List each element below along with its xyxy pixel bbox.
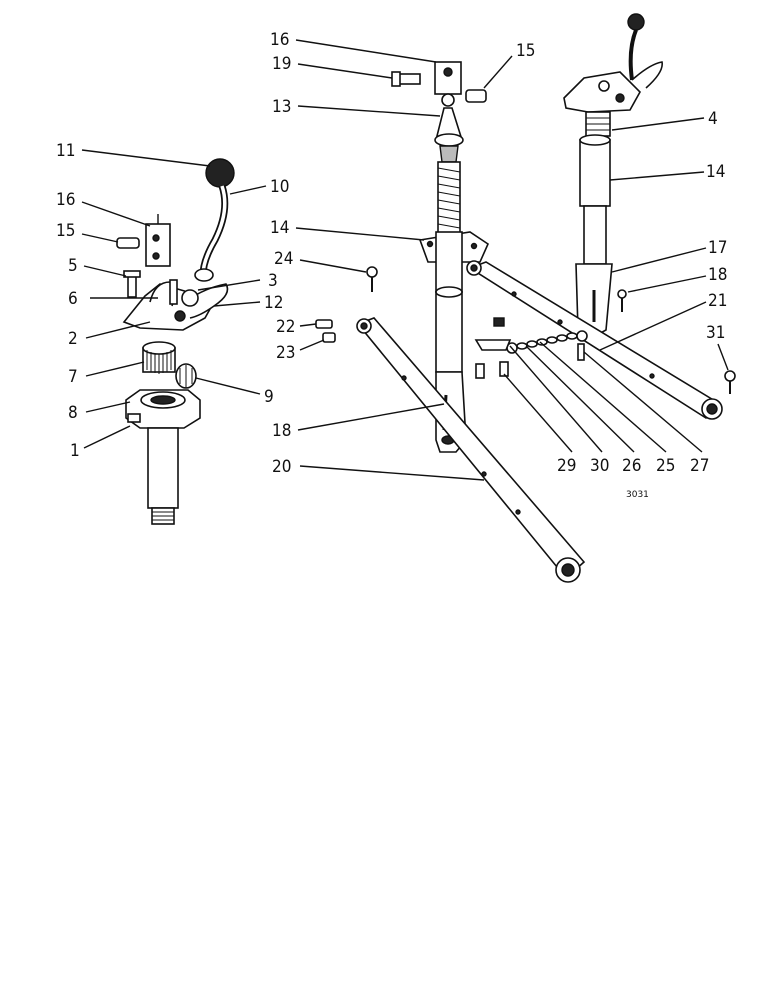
callout-label: 17 <box>708 238 727 258</box>
callout-label: 4 <box>708 109 718 129</box>
stud-22 <box>315 319 333 329</box>
callout-label: 8 <box>68 403 78 423</box>
callout-label: 6 <box>68 289 78 309</box>
lower-link-left <box>356 317 586 580</box>
callout-label: 18 <box>708 265 727 285</box>
right-tube <box>579 139 611 207</box>
callout-label: 19 <box>272 54 291 74</box>
callout-label: 14 <box>706 162 725 182</box>
callout-label: 24 <box>274 249 293 269</box>
nut-23 <box>322 332 336 343</box>
callout-label: 3 <box>268 271 278 291</box>
check-chain <box>506 330 588 354</box>
callout-label: 15 <box>516 41 535 61</box>
housing-shaft <box>147 427 179 509</box>
chain-pin <box>493 317 505 327</box>
callout-label: 9 <box>264 387 274 407</box>
right-lift-assembly <box>563 13 663 341</box>
callout-label: 5 <box>68 256 78 276</box>
callout-label: 27 <box>690 456 709 476</box>
callout-label: 10 <box>270 177 289 197</box>
reference-number: 3031 <box>626 490 649 500</box>
linch-pin-18 <box>617 289 627 299</box>
callout-label: 11 <box>56 141 75 161</box>
callout-label: 20 <box>272 457 291 477</box>
lift-rod-tube <box>435 291 463 373</box>
callout-label: 22 <box>276 317 295 337</box>
callout-label: 13 <box>272 97 291 117</box>
linch-pin-24 <box>366 266 378 278</box>
callout-label: 25 <box>656 456 675 476</box>
callout-label: 29 <box>557 456 576 476</box>
callout-label: 1 <box>70 441 80 461</box>
callout-label: 23 <box>276 343 295 363</box>
clevis-block-top <box>434 61 462 95</box>
lower-link-arms <box>356 260 723 583</box>
left-control-assembly <box>116 158 235 525</box>
lever-knob <box>205 158 235 188</box>
right-lever-knob <box>627 13 645 31</box>
callout-label: 21 <box>708 291 727 311</box>
callout-label: 7 <box>68 367 78 387</box>
bolt-19 <box>397 73 421 85</box>
chain-bracket <box>474 339 512 351</box>
callout-labels: 16 19 13 15 4 14 11 10 16 15 5 6 3 12 2 … <box>56 30 727 500</box>
callout-label: 12 <box>264 293 283 313</box>
small-parts <box>315 266 736 394</box>
chain-bolt <box>577 343 585 361</box>
quadrant-bracket <box>187 283 229 319</box>
callout-label: 30 <box>590 456 609 476</box>
callout-label: 16 <box>56 190 75 210</box>
callout-label: 31 <box>706 323 725 343</box>
pin-left <box>116 237 140 249</box>
clevis-block-left <box>145 223 171 267</box>
linch-pin-31 <box>724 370 736 382</box>
bolt-29 <box>499 361 509 377</box>
callout-label: 26 <box>622 456 641 476</box>
pin-top <box>465 89 487 103</box>
right-quadrant <box>563 71 641 113</box>
callout-label: 16 <box>270 30 289 50</box>
leader-lines <box>81 39 729 481</box>
callout-label: 14 <box>270 218 289 238</box>
callout-label: 18 <box>272 421 291 441</box>
callout-label: 2 <box>68 329 78 349</box>
callout-label: 15 <box>56 221 75 241</box>
